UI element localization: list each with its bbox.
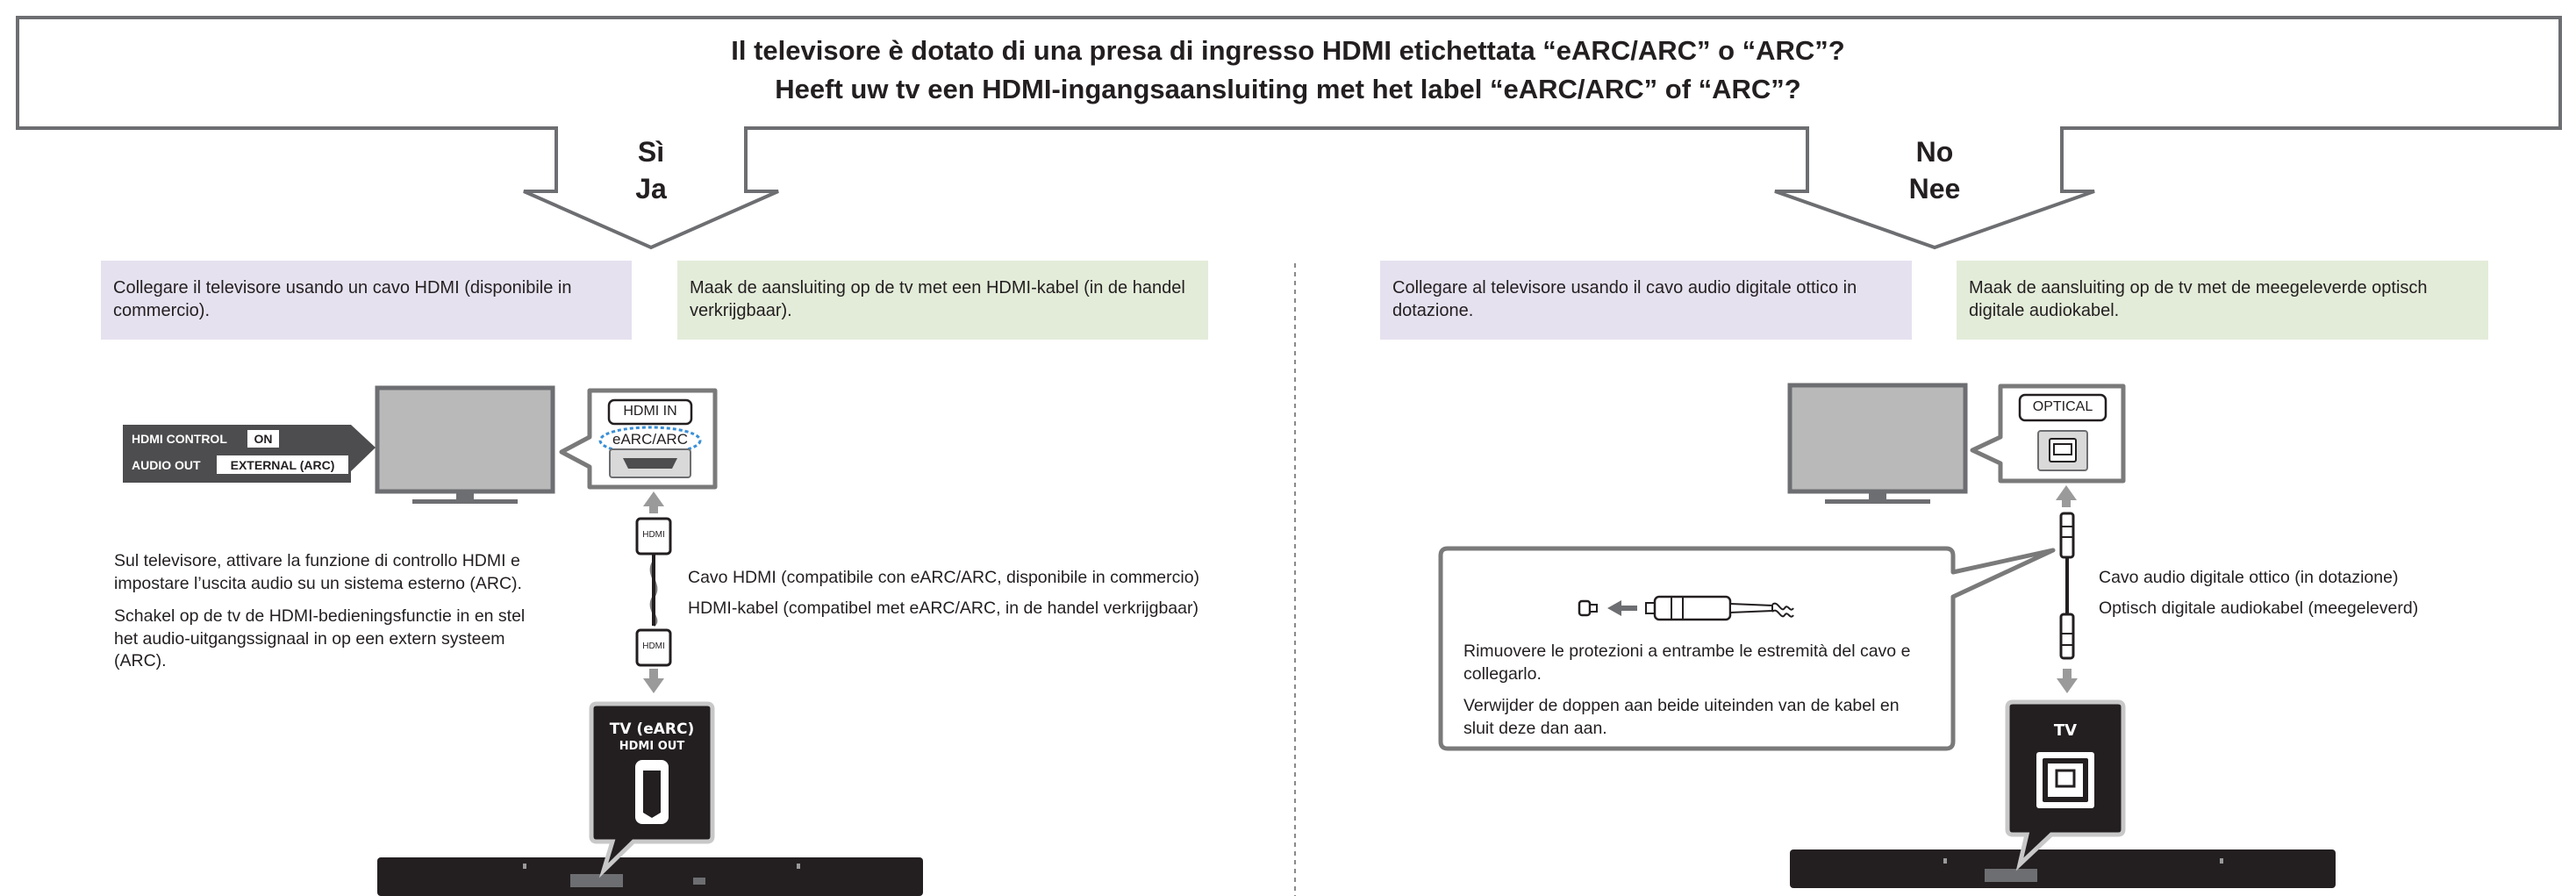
tv-menu-panel xyxy=(123,425,376,483)
left-soundbar xyxy=(377,857,923,896)
left-cable-nl: HDMI-kabel (compatibel met eARC/ARC, in … xyxy=(688,599,1199,618)
note-nl: Verwijder de doppen aan beide uiteinden … xyxy=(1463,696,1900,738)
tv-optical-port-callout xyxy=(1970,383,2126,484)
tv-menu-hdmi-control-value: ON xyxy=(254,432,273,446)
tv-menu-hdmi-control-key: HDMI CONTROL xyxy=(132,432,227,446)
right-cable-it: Cavo audio digitale ottico (in dotazione… xyxy=(2099,568,2399,587)
left-box-it: Collegare il televisore usando un cavo H… xyxy=(113,278,572,320)
optical-cable xyxy=(2056,485,2078,693)
tv-menu-audio-out-key: AUDIO OUT xyxy=(132,458,201,472)
cap-removal-note-callout xyxy=(1438,546,2056,751)
left-cable-it: Cavo HDMI (compatibile con eARC/ARC, dis… xyxy=(688,568,1200,587)
hdmi-plug-label-bottom: HDMI xyxy=(642,642,665,651)
right-box-nl: Maak de aansluiting op de tv met de meeg… xyxy=(1969,278,2428,320)
left-box-nl-bg xyxy=(677,261,1208,340)
hdmi-plug-label-top: HDMI xyxy=(642,530,665,540)
bar-port-label-right: TV xyxy=(2053,721,2078,740)
tv-hdmi-port-callout xyxy=(559,388,718,490)
question-text-it: Il televisore è dotato di una presa di i… xyxy=(731,35,1845,66)
tv-port-sublabel: eARC/ARC xyxy=(612,431,688,448)
answer-yes-it: Sì xyxy=(637,136,665,168)
soundbar-hdmi-port-callout xyxy=(589,701,715,878)
right-soundbar xyxy=(1790,849,2336,888)
soundbar-optical-port-callout xyxy=(2005,699,2126,871)
bar-port-sublabel-left: HDMI OUT xyxy=(619,740,685,753)
tv-optical-label: OPTICAL xyxy=(2032,399,2093,414)
right-box-it: Collegare al televisore usando il cavo a… xyxy=(1392,278,1857,320)
left-box-it-bg xyxy=(101,261,632,340)
left-instruction-nl: Schakel op de tv de HDMI-bedieningsfunct… xyxy=(114,606,526,670)
tv-port-label: HDMI IN xyxy=(623,404,677,419)
answer-no-nl: Nee xyxy=(1908,173,1961,204)
answer-yes-nl: Ja xyxy=(635,173,667,204)
right-box-it-bg xyxy=(1380,261,1912,340)
right-cable-nl: Optisch digitale audiokabel (meegeleverd… xyxy=(2099,599,2419,618)
question-callout xyxy=(16,16,2562,250)
right-tv xyxy=(1787,383,1968,504)
bar-port-label-left: TV (eARC) xyxy=(609,720,695,738)
right-box-nl-bg xyxy=(1957,261,2488,340)
left-box-nl: Maak de aansluiting op de tv met een HDM… xyxy=(690,278,1185,320)
answer-no-it: No xyxy=(1915,136,1954,168)
left-tv xyxy=(375,385,555,504)
question-text-nl: Heeft uw tv een HDMI-ingangsaansluiting … xyxy=(775,74,1801,104)
left-instruction-it: Sul televisore, attivare la funzione di … xyxy=(114,551,522,593)
hdmi-cable xyxy=(635,491,672,693)
note-it: Rimuovere le protezioni a entrambe le es… xyxy=(1463,642,1911,684)
tv-menu-audio-out-value: EXTERNAL (ARC) xyxy=(230,458,335,472)
